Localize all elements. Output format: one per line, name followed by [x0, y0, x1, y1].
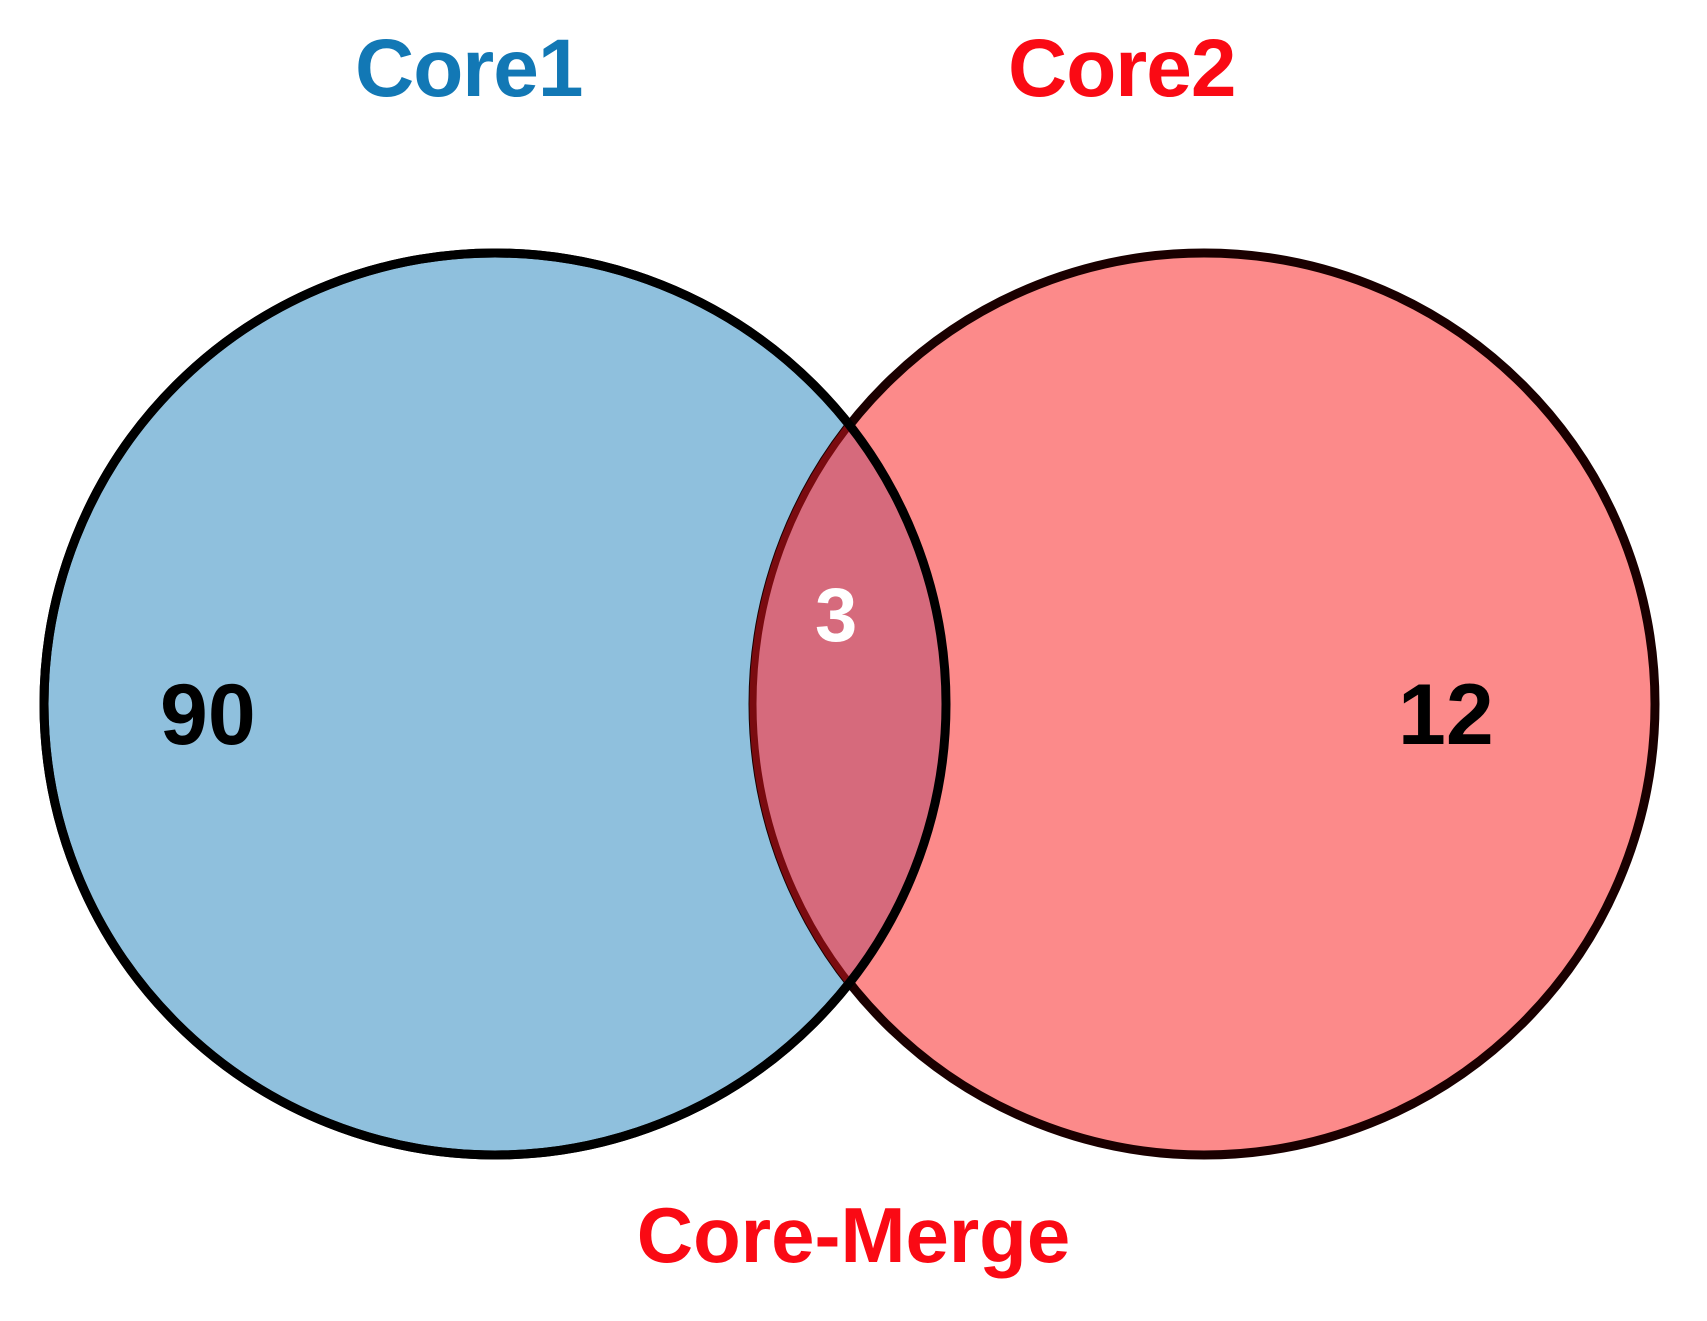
- circle-core1-outline: [39, 248, 951, 1160]
- set-label-core1: Core1: [355, 23, 583, 114]
- count-core1-only: 90: [160, 667, 256, 763]
- set-label-core2: Core2: [1008, 23, 1236, 114]
- intersection-lens: [749, 253, 946, 1155]
- figure-caption: Core-Merge: [636, 1191, 1071, 1279]
- count-core2-only: 12: [1398, 667, 1494, 763]
- count-intersection: 3: [815, 573, 858, 658]
